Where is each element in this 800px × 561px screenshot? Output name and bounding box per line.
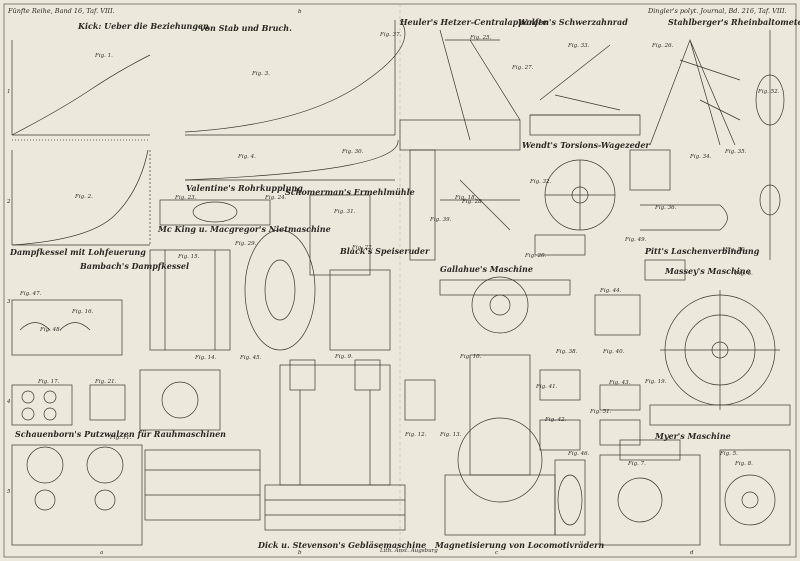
fig-label: Fig. 46. [568, 451, 590, 457]
fig-label: Fig. 9. [335, 354, 353, 360]
fig-label: Fig. 19. [645, 379, 667, 385]
lower-left-machines [11, 299, 261, 546]
fig-label: Fig. 27. [512, 65, 534, 71]
crane-drawings [399, 29, 785, 260]
title-gallahue: Gallahue's Maschine [440, 264, 533, 274]
title-schauenborn: Schauenborn's Putzwalzen für Rauhmaschin… [15, 429, 226, 439]
fig-label: Fig. 51. [590, 409, 612, 415]
row-marker: 5 [7, 489, 11, 495]
fig-label: Fig. 40. [603, 349, 625, 355]
title-black: Black's Speiseruder [340, 246, 430, 256]
title-wendt: Wendt's Torsions-Wagezeder [522, 140, 650, 150]
title-heuler: Heuler's Hetzer-Centralapparate [400, 17, 548, 27]
title-massey: Massey's Maschine [665, 266, 751, 276]
title-bambach: Bambach's Dampfkessel [80, 261, 190, 271]
fig-label: Fig. 5. [720, 451, 738, 457]
fig-label: Fig. 11. [110, 435, 132, 441]
fig-label: Fig. 34. [690, 154, 712, 160]
fig-label: Fig. 16. [72, 309, 94, 315]
fig-label: Fig. 39. [430, 217, 452, 223]
title-dick-stevenson: Dick u. Stevenson's Gebläsemaschine [258, 540, 427, 550]
fig-label: Fig. 15. [178, 254, 200, 260]
fig-label: Fig. 42. [545, 417, 567, 423]
fig-label: Fig. 30. [342, 149, 364, 155]
fig-label: Fig. 29. [235, 241, 257, 247]
middle-machines [149, 149, 686, 351]
lower-right-machines [539, 290, 791, 546]
title-mcking: Mc King u. Macgregor's Nietmaschine [158, 224, 331, 234]
fig-label: Fig. 4. [238, 154, 256, 160]
plate-series-header: Fünfte Reihe, Band 16, Taf. VIII. [8, 7, 115, 15]
fig-label: Fig. 25. [470, 35, 492, 41]
title-wolfen: Wolfen's Schwerzahnrad [518, 17, 628, 27]
fig-label: Fig. 14. [195, 355, 217, 361]
fig-label: Fig. 48. [40, 327, 62, 333]
fig-label: Fig. 12. [405, 432, 427, 438]
fig-label: Fig. 2. [75, 194, 93, 200]
fig-label: Fig. 23. [175, 195, 197, 201]
row-marker: 3 [7, 299, 11, 305]
fig-label: Fig. 43. [609, 380, 631, 386]
title-dampfkessel: Dampfkessel mit Lohfeuerung [10, 247, 146, 257]
stress-curves-figure [11, 19, 406, 246]
fig-label: Fig. 26. [652, 43, 674, 49]
title-valentine: Valentine's Rohrkupplung [186, 183, 303, 193]
fig-label: Fig. 44. [600, 288, 622, 294]
column-marker: a [100, 550, 104, 556]
title-magnetisierung: Magnetisierung von Locomotivrädern [435, 540, 605, 550]
fig-label: Fig. 50. [725, 247, 747, 253]
fig-label: Fig. 22. [352, 245, 374, 251]
fig-label: Fig. 21. [95, 379, 117, 385]
title-kick: Kick: Ueber die Beziehungen [78, 21, 209, 31]
fig-label: Fig. 13. [440, 432, 462, 438]
journal-header: Dingler's polyt. Journal, Bd. 216, Taf. … [648, 7, 787, 15]
title-stahlberger: Stahlberger's Rheinbaltometer [668, 17, 800, 27]
fig-label: Fig. 28. [462, 199, 484, 205]
column-marker: b [298, 9, 302, 15]
fig-label: Fig. 38. [556, 349, 578, 355]
title-pitt: Pitt's Laschenverbindung [645, 246, 760, 256]
fig-label: Fig. 45. [240, 355, 262, 361]
fig-label: Fig. 1. [95, 53, 113, 59]
title-myer: Myer's Maschine [655, 431, 731, 441]
fig-label: Fig. 41. [536, 384, 558, 390]
fig-label: Fig. 31. [334, 209, 356, 215]
fig-label: Fig. 32. [530, 179, 552, 185]
fig-label: Fig. 17. [38, 379, 60, 385]
fig-label: Fig. 52. [758, 89, 780, 95]
fig-label: Fig. 47. [20, 291, 42, 297]
fig-label: Fig. 3. [252, 71, 270, 77]
fig-label: Fig. 8. [735, 461, 753, 467]
column-marker: b [298, 550, 302, 556]
title-schomerman: Schomerman's Ermehlmühle [285, 187, 415, 197]
row-marker: 2 [7, 199, 11, 205]
fig-label: Fig. 24. [265, 195, 287, 201]
blowing-engine [264, 354, 586, 536]
fig-label: Fig. 7. [628, 461, 646, 467]
fig-label: Fig. 35. [725, 149, 747, 155]
fig-label: Fig. 36. [655, 205, 677, 211]
column-marker: d [690, 550, 694, 556]
row-marker: 4 [7, 399, 11, 405]
fig-label: Fig. 20. [525, 253, 547, 259]
column-marker: c [495, 550, 499, 556]
lithographer-imprint: Lith. Anst. Augsburg [380, 548, 438, 554]
fig-label: Fig. 6. [735, 271, 753, 277]
fig-label: Fig. 49. [625, 237, 647, 243]
fig-label: Fig. 33. [568, 43, 590, 49]
fig-label: Fig. 37. [380, 32, 402, 38]
row-marker: 1 [7, 89, 11, 95]
fig-label: Fig. 18. [455, 195, 477, 201]
title-kick-2: von Stab und Bruch. [200, 23, 292, 33]
fig-label: Fig. 10. [460, 354, 482, 360]
